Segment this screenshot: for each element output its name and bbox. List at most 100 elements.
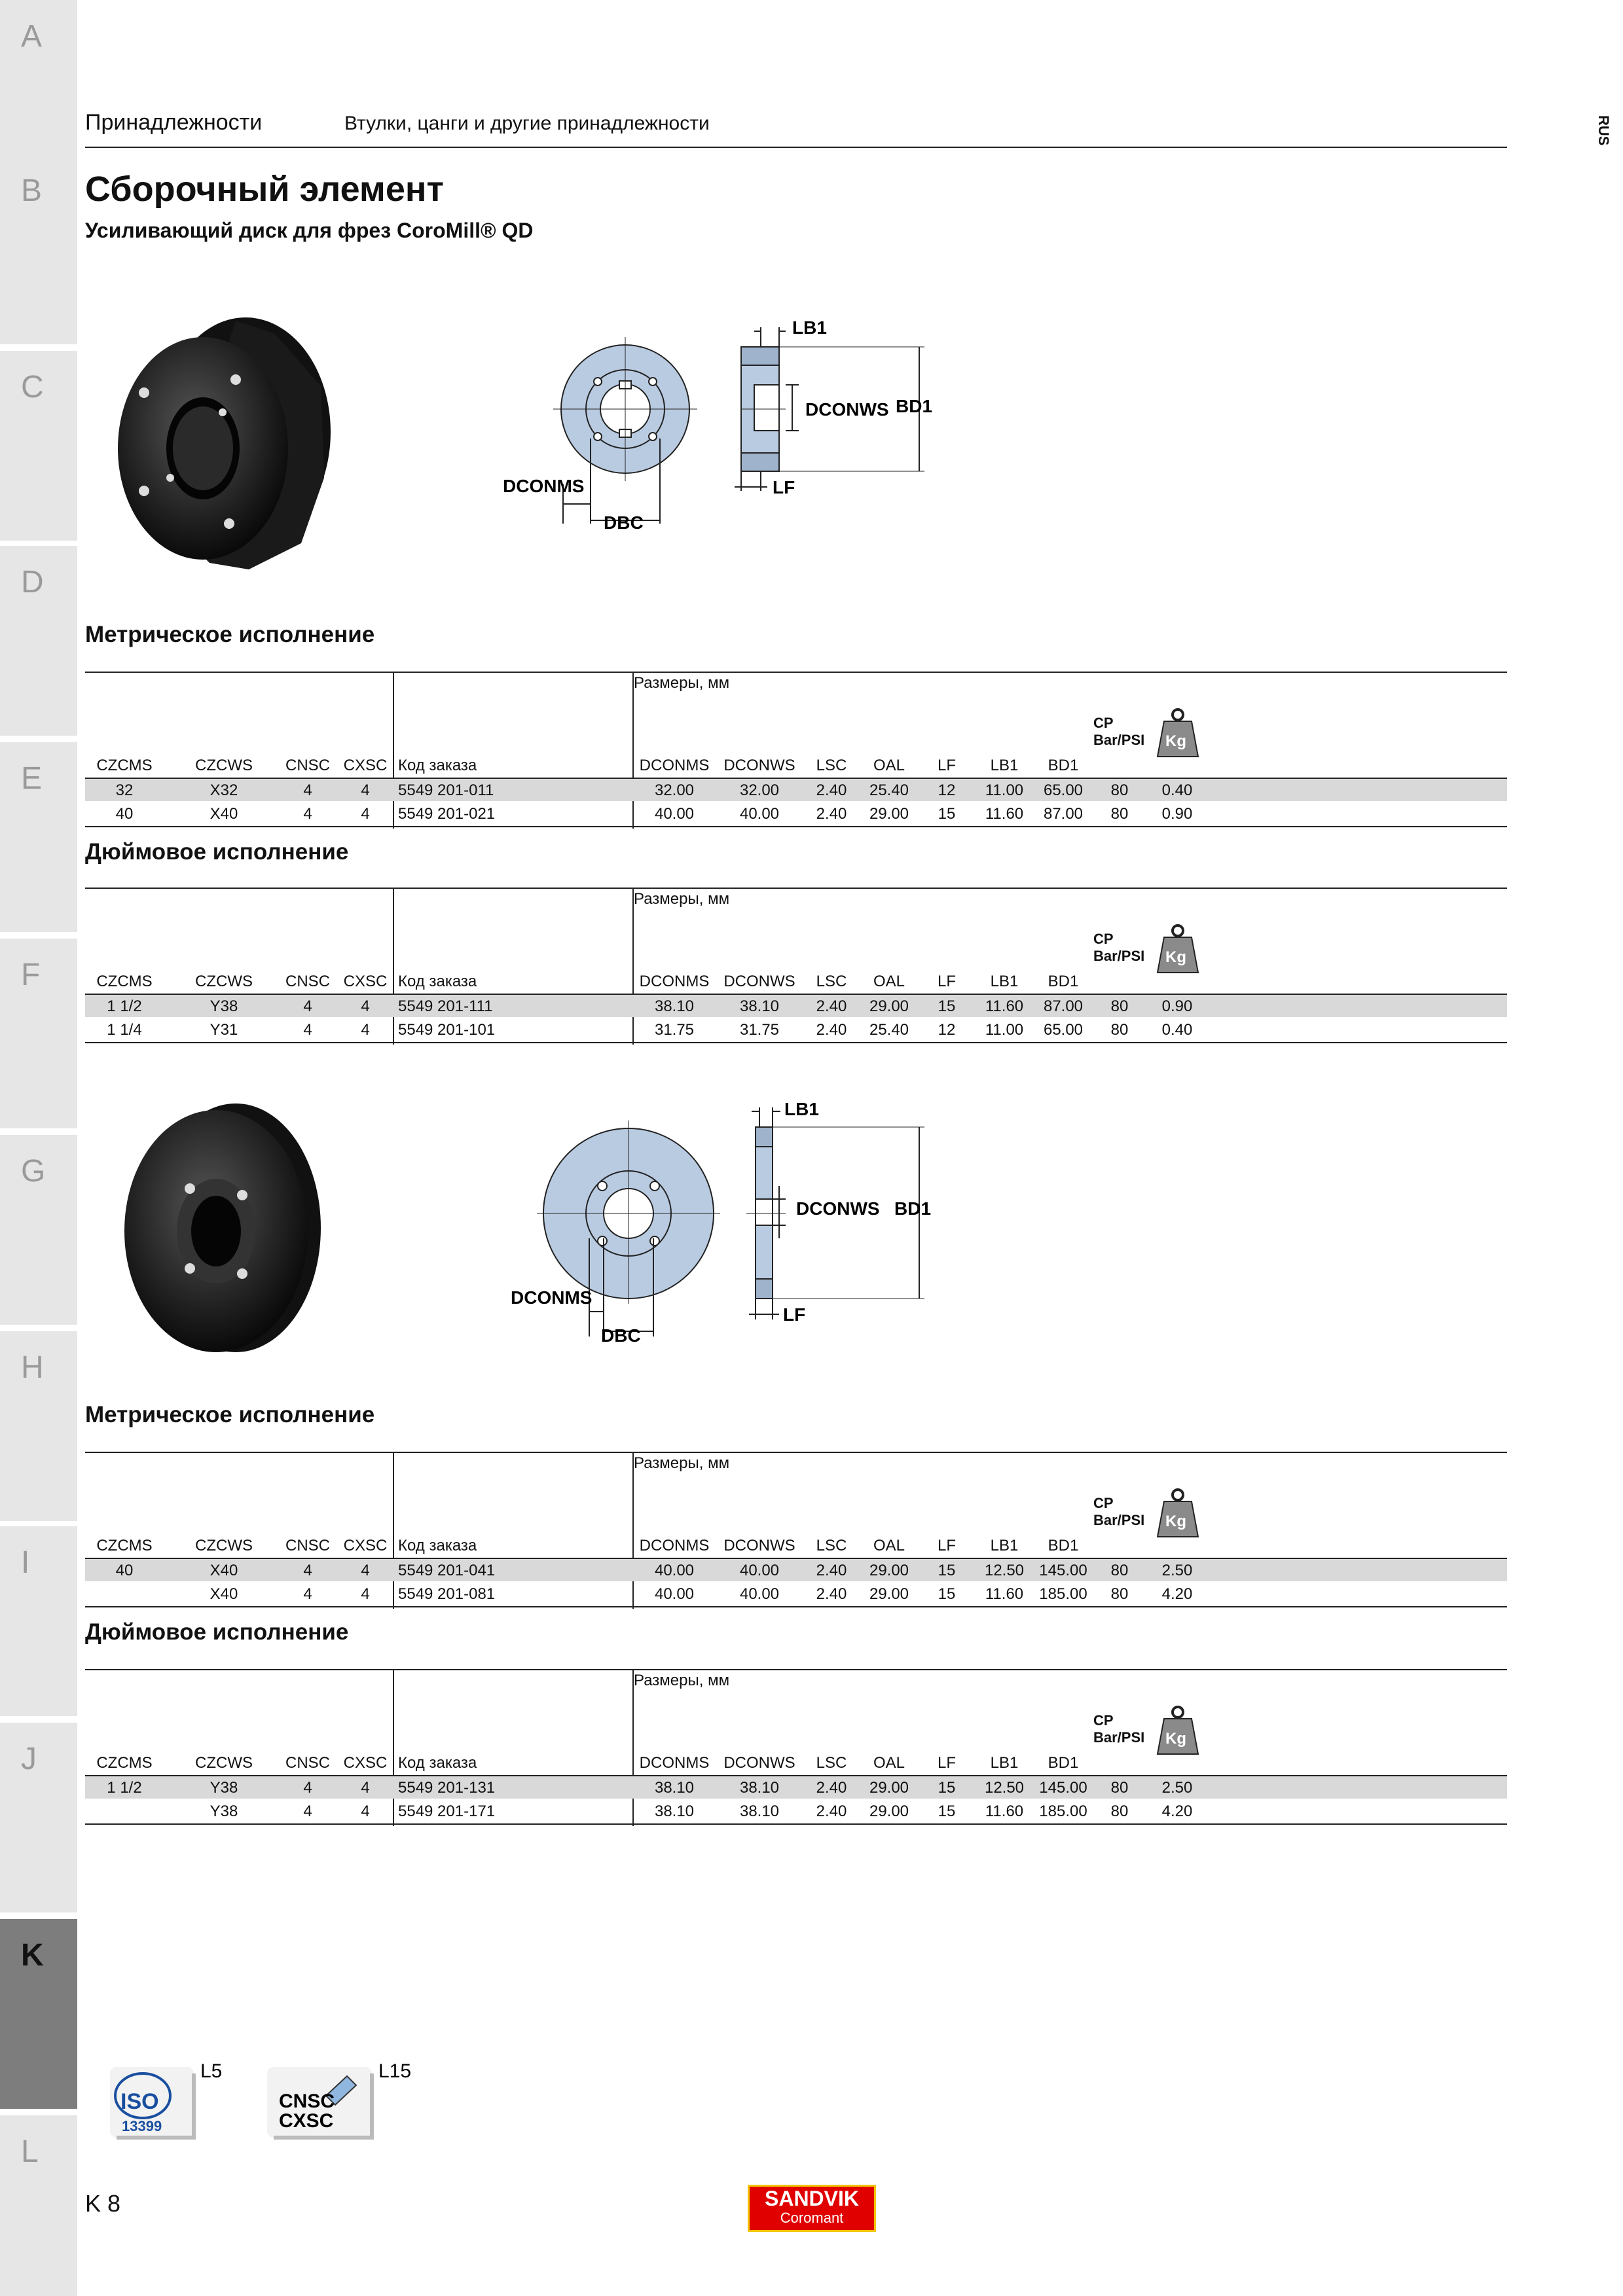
cell-czc-ms: 40 xyxy=(115,1562,134,1579)
cell-cxsc: 4 xyxy=(361,997,370,1015)
cell-cp: 80 xyxy=(1110,997,1129,1015)
side-tab-f[interactable]: F xyxy=(0,939,77,1128)
cell-order-code[interactable]: 5549 201-021 xyxy=(398,805,496,823)
cell-lsc: 2.40 xyxy=(816,1803,847,1820)
cell-lb1: 11.00 xyxy=(985,781,1024,799)
table-header-rule xyxy=(85,1775,1507,1776)
side-tab-c[interactable]: C xyxy=(0,351,77,541)
column-header-lsc: LSC xyxy=(816,757,847,774)
side-tab-l[interactable]: L xyxy=(0,2115,77,2296)
column-header-order-code: Код заказа xyxy=(398,1537,477,1554)
cell-cnsc: 4 xyxy=(303,1803,312,1820)
table-bottom-rule xyxy=(85,826,1507,827)
side-tab-h[interactable]: H xyxy=(0,1331,77,1521)
table-bottom-rule xyxy=(85,1823,1507,1825)
cell-order-code[interactable]: 5549 201-131 xyxy=(398,1779,496,1797)
cell-lsc: 2.40 xyxy=(816,1562,847,1579)
side-tab-e[interactable]: E xyxy=(0,742,77,932)
cell-order-code[interactable]: 5549 201-171 xyxy=(398,1803,496,1820)
cell-czc-ws: X40 xyxy=(210,1562,238,1579)
cell-bd1: 145.00 xyxy=(1039,1779,1087,1797)
column-header-order-code: Код заказа xyxy=(398,1754,477,1772)
page-subtitle: Усиливающий диск для фрез CoroMill® QD xyxy=(85,219,534,242)
column-header-order-code: Код заказа xyxy=(398,757,477,774)
table-top-rule xyxy=(85,672,1507,673)
column-header-lsc: LSC xyxy=(816,1754,847,1772)
weight-icon-label: Kg xyxy=(1165,948,1186,966)
cell-oal: 29.00 xyxy=(869,1803,909,1820)
side-tab-b[interactable]: B xyxy=(0,154,77,344)
column-header-lf: LF xyxy=(937,1754,957,1772)
column-header-lsc: LSC xyxy=(816,1537,847,1554)
section-title-metric-2: Метрическое исполнение xyxy=(85,1402,375,1427)
cell-czc-ws: Y38 xyxy=(210,1803,238,1820)
cell-order-code[interactable]: 5549 201-011 xyxy=(398,781,494,799)
cell-czc-ws: Y38 xyxy=(210,1779,238,1797)
weight-icon-label: Kg xyxy=(1165,1513,1186,1530)
cell-order-code[interactable]: 5549 201-111 xyxy=(398,997,493,1015)
cell-lsc: 2.40 xyxy=(816,805,847,823)
cell-cp: 80 xyxy=(1110,1021,1129,1039)
cell-cp: 80 xyxy=(1110,1803,1129,1820)
column-header-cxsc: CXSC xyxy=(343,1754,388,1772)
cell-lf: 15 xyxy=(938,1803,956,1820)
iso-number: 13399 xyxy=(122,2118,162,2134)
drawing2-dbc-label: DBC xyxy=(601,1325,641,1346)
cell-lsc: 2.40 xyxy=(816,1779,847,1797)
cell-lb1: 12.50 xyxy=(984,1779,1025,1797)
cell-bd1: 87.00 xyxy=(1043,997,1084,1015)
column-header-bd1: BD1 xyxy=(1048,757,1079,774)
column-header-czc-ws: CZCWS xyxy=(195,1754,253,1772)
cell-dcon-ms: 31.75 xyxy=(654,1021,695,1039)
language-code: RUS xyxy=(1596,115,1612,146)
cell-lf: 15 xyxy=(938,1779,956,1797)
cell-order-code[interactable]: 5549 201-081 xyxy=(398,1585,496,1603)
cell-dcon-ms: 32.00 xyxy=(654,781,695,799)
table-column-divider xyxy=(632,888,634,1045)
cell-kg: 4.20 xyxy=(1161,1803,1193,1820)
cell-order-code[interactable]: 5549 201-101 xyxy=(398,1021,496,1039)
cell-lsc: 2.40 xyxy=(816,997,847,1015)
column-header-lf: LF xyxy=(937,973,957,990)
coolant-pressure-icon-top: CP xyxy=(1093,1495,1114,1511)
column-header-czc-ms: CZCMS xyxy=(96,973,153,990)
side-tab-k[interactable]: K xyxy=(0,1919,77,2109)
cell-order-code[interactable]: 5549 201-041 xyxy=(398,1562,496,1579)
weight-icon: Kg xyxy=(1155,707,1201,759)
side-tab-g[interactable]: G xyxy=(0,1135,77,1325)
cell-oal: 29.00 xyxy=(869,1779,909,1797)
side-tab-i[interactable]: I xyxy=(0,1526,77,1716)
footer-reference-icons: ISO 13399 L5 CNSC CXSC L15 xyxy=(110,2060,411,2140)
cell-lsc: 2.40 xyxy=(816,1021,847,1039)
section-title-inch-1: Дюймовое исполнение xyxy=(85,839,349,865)
page-title: Сборочный элемент xyxy=(85,170,444,209)
column-header-dcon-ws: DCONWS xyxy=(723,1537,795,1554)
column-header-lb1: LB1 xyxy=(990,1754,1019,1772)
column-header-lb1: LB1 xyxy=(990,973,1019,990)
cell-dcon-ws: 38.10 xyxy=(739,1803,780,1820)
cell-lf: 15 xyxy=(938,997,956,1015)
coolant-pressure-icon-bottom: Bar/PSI xyxy=(1093,1512,1145,1528)
table-column-divider xyxy=(393,672,394,829)
cell-lb1: 11.60 xyxy=(985,805,1024,823)
side-tab-d[interactable]: D xyxy=(0,546,77,736)
column-header-czc-ms: CZCMS xyxy=(96,757,153,774)
column-header-lb1: LB1 xyxy=(990,757,1019,774)
cell-dcon-ws: 38.10 xyxy=(739,1779,780,1797)
column-header-lf: LF xyxy=(937,1537,957,1554)
cell-cnsc: 4 xyxy=(303,1021,312,1039)
cell-oal: 29.00 xyxy=(869,805,909,823)
side-tab-j[interactable]: J xyxy=(0,1723,77,1912)
drawing1-dcon-ws-label: DCONWS xyxy=(805,399,889,420)
technical-drawing-large-disc: DCONMS DBC LB1 DCONWS BD1 LF xyxy=(511,1099,931,1346)
dimensions-label: Размеры, мм xyxy=(634,890,730,908)
